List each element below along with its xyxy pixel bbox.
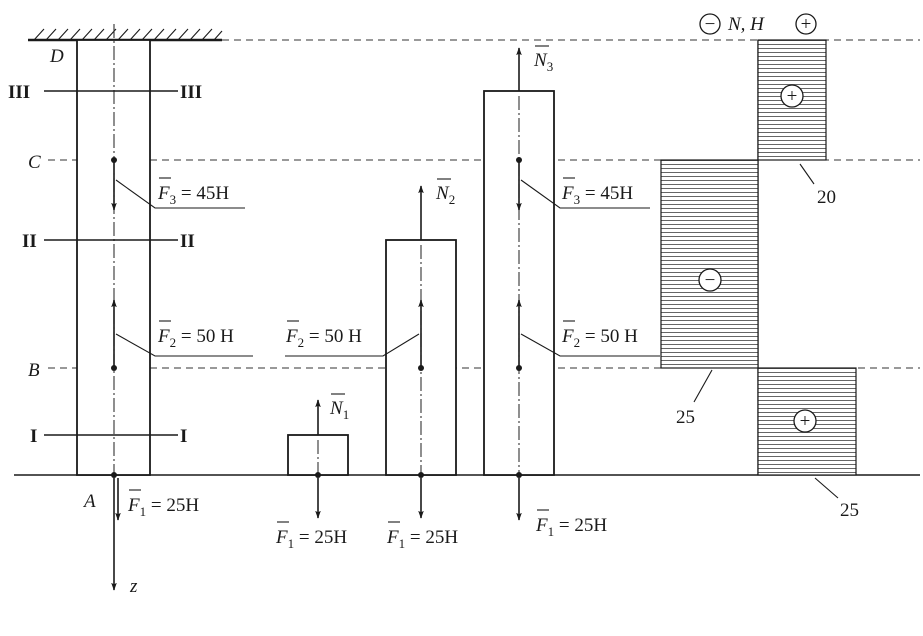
force-F2-leader-fb2 <box>285 333 420 357</box>
force-N2-label: N2 <box>435 183 455 207</box>
epure-header: − N, H + <box>699 13 817 35</box>
header-plus: + <box>801 14 812 35</box>
label-section-I-left: I <box>30 426 37 447</box>
label-section-II-right: II <box>180 231 195 252</box>
label-C: C <box>28 152 41 173</box>
free-body-3 <box>483 47 660 521</box>
force-N1-label: N1 <box>329 398 349 422</box>
label-z: z <box>129 576 138 597</box>
free-body-1 <box>287 399 349 519</box>
sign-BC: − <box>705 270 716 291</box>
force-N3-label: N3 <box>533 50 553 74</box>
force-F3-leader <box>115 179 245 209</box>
force-F2-label-fb2: F2 = 50 H <box>285 326 362 350</box>
force-F3-leader-fb3 <box>520 179 650 209</box>
force-F1-label-main: F1 = 25H <box>127 495 199 519</box>
sign-CD: + <box>787 86 798 107</box>
force-F3-label-main: F3 = 45H <box>157 183 229 207</box>
section-labels: III III II II I I <box>8 82 202 447</box>
point-labels: D C B A z <box>28 46 138 597</box>
header-minus: − <box>705 14 716 35</box>
sign-plus-icon-AB <box>793 409 817 433</box>
force-F2-label-fb3: F2 = 50 H <box>561 326 638 350</box>
epure-segment-BC <box>660 159 759 369</box>
free-body-2 <box>285 185 457 519</box>
sign-plus-icon-CD <box>780 84 804 108</box>
label-section-III-right: III <box>180 82 202 103</box>
main-bar <box>44 24 253 591</box>
force-F1-label-fb1: F1 = 25H <box>275 527 347 551</box>
sign-minus-icon-BC <box>698 268 722 292</box>
fixed-support-hatching <box>28 28 223 42</box>
label-A: A <box>82 491 96 512</box>
force-F2-leader <box>115 333 253 357</box>
force-F1-label-fb3: F1 = 25H <box>535 515 607 539</box>
force-F2-label-main: F2 = 50 H <box>157 326 234 350</box>
label-section-II-left: II <box>22 231 37 252</box>
value-label-CD: 20 <box>817 187 836 208</box>
label-section-III-left: III <box>8 82 30 103</box>
force-F2-leader-fb3 <box>520 333 660 357</box>
value-label-BC: 25 <box>676 407 695 428</box>
label-D: D <box>49 46 64 67</box>
header-N-label: N, H <box>727 14 765 35</box>
value-label-AB: 25 <box>840 500 859 521</box>
label-B: B <box>28 360 40 381</box>
point-A-dot <box>111 472 117 478</box>
force-F1-label-fb2: F1 = 25H <box>386 527 458 551</box>
minus-circle-icon <box>699 13 721 35</box>
axial-force-epure: + − + <box>660 39 857 499</box>
label-section-I-right: I <box>180 426 187 447</box>
force-F3-label-fb3: F3 = 45H <box>561 183 633 207</box>
sign-AB: + <box>800 411 811 432</box>
plus-circle-icon <box>795 13 817 35</box>
